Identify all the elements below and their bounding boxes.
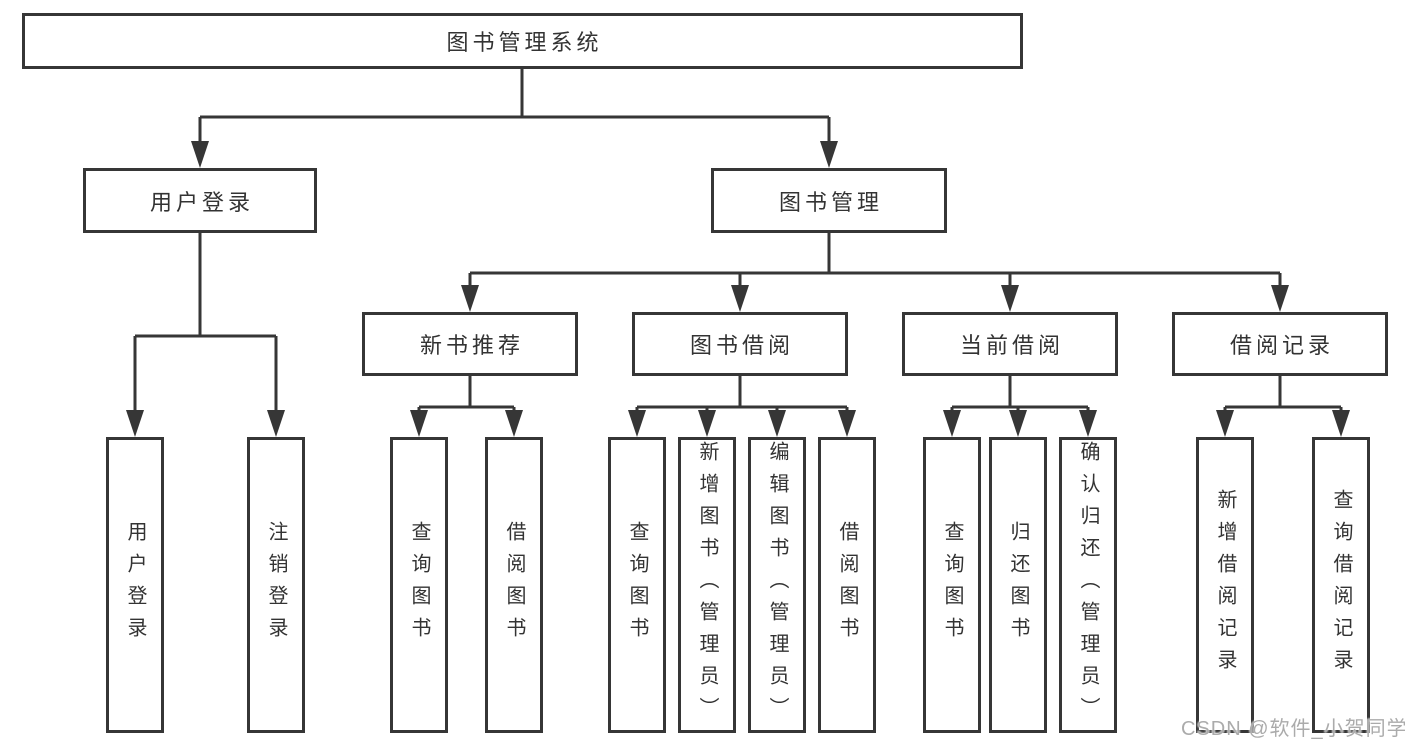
node-current-borrow: 当前借阅 — [902, 312, 1118, 376]
leaf-current-query-books: 查询图书 — [923, 437, 981, 733]
watermark: CSDN @软件_小贺同学 — [1181, 712, 1405, 741]
node-user-login: 用户登录 — [83, 168, 317, 233]
leaf-logout-label: 注销登录 — [265, 521, 287, 649]
node-root: 图书管理系统 — [22, 13, 1023, 69]
node-new-book-recommend: 新书推荐 — [362, 312, 578, 376]
leaf-borrow-borrow-books-label: 借阅图书 — [836, 521, 858, 649]
leaf-newbook-borrow-books: 借阅图书 — [485, 437, 543, 733]
arrowheads — [126, 141, 1350, 437]
leaf-current-confirm-return-admin-label: 确认归还（管理员） — [1077, 441, 1099, 729]
leaf-borrow-edit-books-admin: 编辑图书（管理员） — [748, 437, 806, 733]
leaf-logout: 注销登录 — [247, 437, 305, 733]
leaf-records-add-record: 新增借阅记录 — [1196, 437, 1254, 733]
node-borrow-records-label: 借阅记录 — [1229, 333, 1334, 358]
node-current-borrow-label: 当前借阅 — [959, 333, 1064, 358]
leaf-newbook-borrow-books-label: 借阅图书 — [503, 521, 525, 649]
node-borrow-records: 借阅记录 — [1172, 312, 1388, 376]
leaf-current-return-books: 归还图书 — [989, 437, 1047, 733]
leaf-records-query-record: 查询借阅记录 — [1312, 437, 1370, 733]
leaf-user-login: 用户登录 — [106, 437, 164, 733]
leaf-borrow-edit-books-admin-label: 编辑图书（管理员） — [766, 441, 788, 729]
leaf-borrow-add-books-admin-label: 新增图书（管理员） — [696, 441, 718, 729]
node-new-book-recommend-label: 新书推荐 — [419, 333, 524, 358]
watermark-text: CSDN @软件_小贺同学 — [1181, 718, 1405, 740]
leaf-records-query-record-label: 查询借阅记录 — [1330, 489, 1352, 681]
leaf-newbook-query-books-label: 查询图书 — [408, 521, 430, 649]
leaf-newbook-query-books: 查询图书 — [390, 437, 448, 733]
leaf-current-confirm-return-admin: 确认归还（管理员） — [1059, 437, 1117, 733]
node-book-management: 图书管理 — [711, 168, 947, 233]
leaf-current-return-books-label: 归还图书 — [1007, 521, 1029, 649]
node-book-management-label: 图书管理 — [778, 189, 883, 215]
node-user-login-label: 用户登录 — [149, 189, 254, 215]
node-root-label: 图书管理系统 — [446, 30, 603, 55]
leaf-borrow-borrow-books: 借阅图书 — [818, 437, 876, 733]
leaf-borrow-add-books-admin: 新增图书（管理员） — [678, 437, 736, 733]
leaf-user-login-label: 用户登录 — [124, 521, 146, 649]
leaf-borrow-query-books-label: 查询图书 — [626, 521, 648, 649]
leaf-records-add-record-label: 新增借阅记录 — [1214, 489, 1236, 681]
node-book-borrow: 图书借阅 — [632, 312, 848, 376]
node-book-borrow-label: 图书借阅 — [689, 333, 794, 358]
leaf-borrow-query-books: 查询图书 — [608, 437, 666, 733]
leaf-current-query-books-label: 查询图书 — [941, 521, 963, 649]
